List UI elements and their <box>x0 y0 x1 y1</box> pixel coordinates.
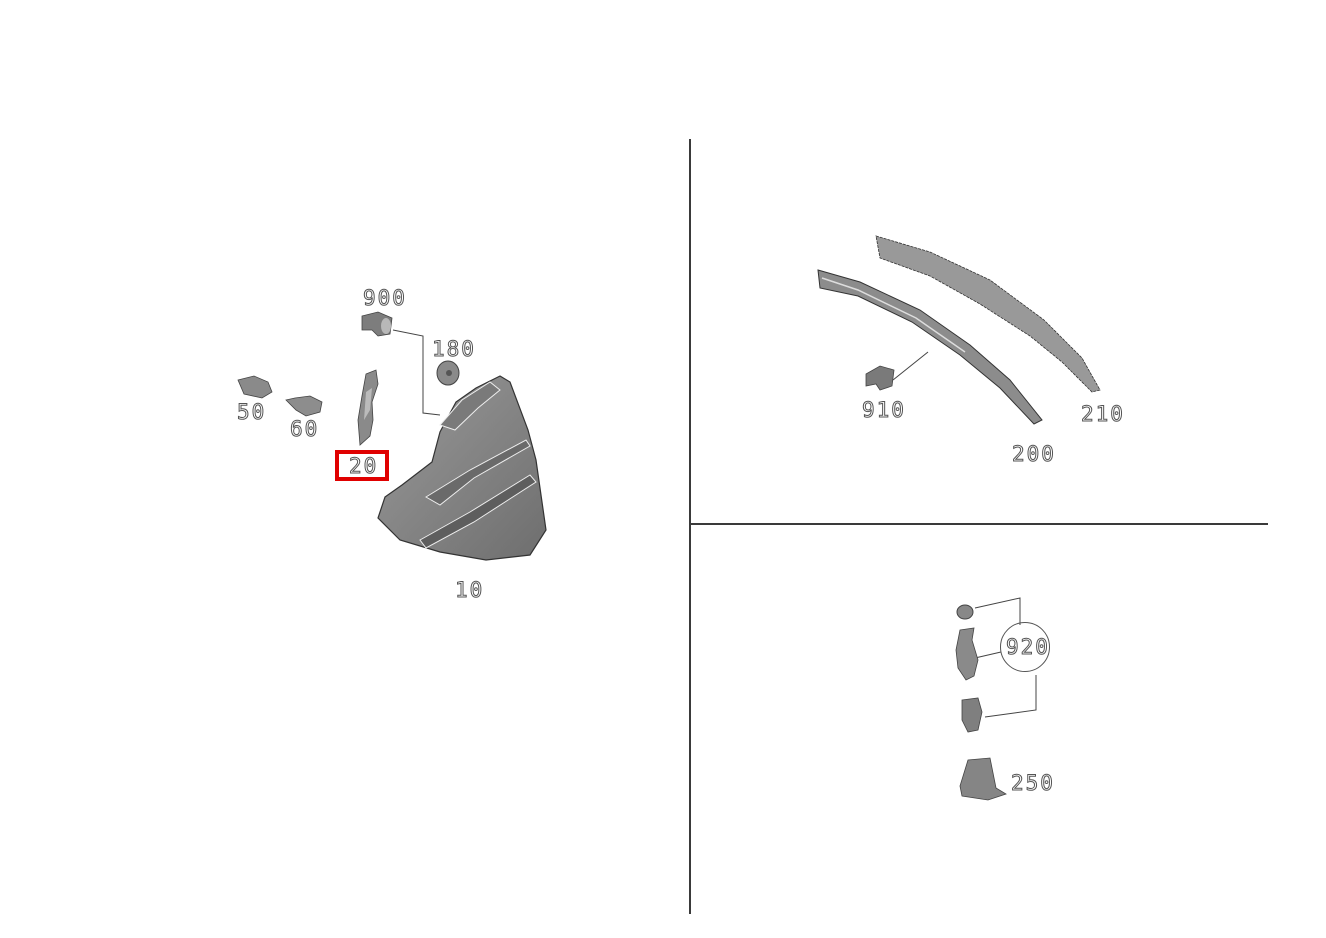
label-210[interactable]: 210 <box>1081 402 1125 426</box>
part-250-icon <box>959 757 1007 801</box>
callout-circle-920 <box>1000 622 1050 672</box>
part-910-icon <box>865 365 895 391</box>
part-920-icon <box>955 604 983 733</box>
highlight-box-20 <box>335 450 389 481</box>
label-900[interactable]: 900 <box>363 286 407 310</box>
label-20[interactable]: 20 <box>348 454 379 478</box>
part-900-icon <box>361 311 393 337</box>
part-60-icon <box>285 395 323 417</box>
panel-divider-horizontal <box>690 523 1268 525</box>
part-10-icon <box>377 375 547 561</box>
label-250[interactable]: 250 <box>1011 771 1055 795</box>
part-20-icon <box>357 369 379 446</box>
label-50[interactable]: 50 <box>236 400 267 424</box>
part-180-icon <box>436 360 460 386</box>
panel-divider-vertical <box>689 139 691 914</box>
part-200-icon <box>817 269 1043 425</box>
label-200[interactable]: 200 <box>1012 442 1056 466</box>
label-180[interactable]: 180 <box>432 337 476 361</box>
part-50-icon <box>237 375 273 399</box>
label-60[interactable]: 60 <box>289 417 320 441</box>
label-10[interactable]: 10 <box>454 578 485 602</box>
part-210-icon <box>875 235 1101 393</box>
label-920[interactable]: 920 <box>1006 635 1050 659</box>
label-910[interactable]: 910 <box>862 398 906 422</box>
